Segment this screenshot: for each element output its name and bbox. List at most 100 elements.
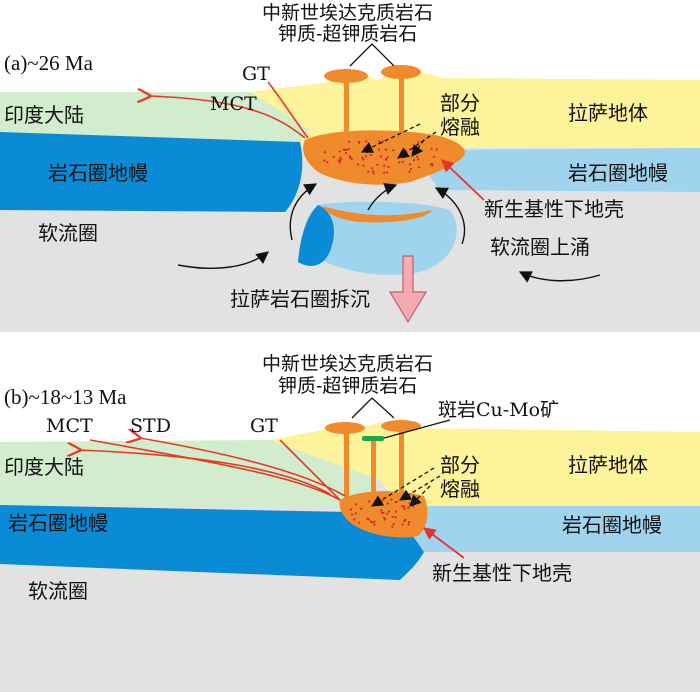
mct-fault-b (89, 439, 341, 501)
melt-dot (407, 523, 410, 526)
partial-melt-arrow-3-b (409, 485, 431, 507)
melt-dot (372, 172, 375, 175)
delamination-arrow-a (388, 255, 428, 324)
partial-melt-1-b: 部分 (440, 453, 480, 477)
melt-dot (398, 161, 401, 164)
lower-crust-pointer-b (422, 527, 465, 559)
gt-fault-b (279, 439, 341, 501)
delamination-label-a: 拉萨岩石圈拆沉 (230, 287, 370, 311)
melt-dot (379, 155, 383, 158)
melt-dot (383, 518, 387, 521)
melt-dot (384, 148, 387, 151)
melt-dot (394, 516, 397, 519)
melt-dot (401, 160, 404, 163)
melt-dot (350, 513, 353, 516)
melt-dot (364, 155, 367, 158)
melt-dot (367, 170, 370, 173)
melt-dot (432, 155, 435, 158)
mct-fault-a (150, 96, 306, 139)
melt-dot (371, 521, 374, 524)
mct-label-b: MCT (46, 415, 93, 437)
india-label-b: 印度大陆 (4, 455, 84, 479)
panel-a: (a)~26 Ma 中新世埃达克质岩石 钾质-超钾质岩石 GT MCT 印度大陆… (0, 2, 700, 332)
partial-melt-2-a: 熔融 (440, 115, 480, 139)
lower-crust-label-b: 新生基性下地壳 (432, 561, 572, 585)
melt-dot (407, 521, 411, 524)
melt-dot (361, 156, 364, 159)
melt-dot (360, 507, 363, 510)
melt-dot (386, 512, 389, 515)
melt-dot (386, 502, 389, 505)
melt-dot (404, 149, 407, 152)
melt-dot (383, 171, 386, 174)
melt-dot (339, 156, 342, 159)
panel-b: (b)~18~13 Ma 中新世埃达克质岩石 钾质-超钾质岩石 斑岩Cu-Mo矿… (0, 353, 700, 692)
mct-label-a: MCT (210, 93, 257, 115)
partial-melt-1-a: 部分 (440, 91, 480, 115)
mantle-left-label-b: 岩石圈地幔 (8, 511, 108, 535)
melt-dot (342, 148, 345, 151)
melt-dot (408, 163, 412, 166)
melt-dot (412, 159, 416, 162)
porphyry-label-b: 斑岩Cu-Mo矿 (438, 399, 559, 421)
gt-label-a: GT (242, 63, 270, 85)
pluton-right-a (381, 65, 421, 79)
melt-dot (357, 163, 360, 166)
melt-dot (403, 505, 406, 508)
partial-melt-arrow-2-a (360, 123, 421, 153)
melt-dot (323, 151, 327, 154)
indian-mantle-b (0, 505, 424, 580)
melt-dot (338, 161, 341, 164)
melt-dot (347, 148, 350, 151)
rock-label-2-b: 钾质-超钾质岩石 (278, 375, 417, 397)
partial-melt-arrow-3-a (411, 139, 425, 157)
india-label-a: 印度大陆 (4, 103, 84, 127)
melt-dot (365, 151, 369, 154)
std-label-b: STD (130, 415, 171, 437)
ore-body-b (362, 436, 384, 441)
mantle-right-label-a: 岩石圈地幔 (568, 161, 668, 185)
melt-dot (387, 165, 390, 169)
lhasa-label-a: 拉萨地体 (568, 101, 648, 125)
melt-dot (369, 150, 372, 153)
melt-dot (358, 140, 361, 143)
melt-dot (401, 505, 404, 508)
melt-dot (354, 512, 357, 515)
melt-dot (390, 498, 393, 501)
melt-dot (368, 500, 371, 503)
melt-dot (349, 508, 353, 511)
convection-arrow-center-a (367, 183, 398, 211)
rock-pointer-b (351, 397, 395, 419)
melt-dot (403, 520, 406, 523)
melt-dot (395, 510, 398, 513)
partial-melt-arrow-1-b (398, 475, 441, 501)
melt-dot (380, 509, 383, 512)
lhasa-mantle-a (420, 148, 700, 192)
rock-pointer-a (349, 43, 395, 67)
mct-fault-b-2 (80, 450, 331, 495)
indian-mantle-a (0, 132, 303, 212)
lhasa-label-b: 拉萨地体 (568, 453, 648, 477)
melt-dot (386, 171, 389, 174)
melt-dot (430, 147, 433, 150)
melt-dot (349, 156, 352, 159)
lower-crust-label-a: 新生基性下地壳 (484, 197, 624, 221)
mafic-lower-crust-b (339, 491, 428, 538)
melt-dot (401, 523, 404, 526)
melt-dot (417, 166, 421, 169)
melt-dot (372, 170, 375, 173)
delaminated-crust-a (322, 206, 432, 223)
asthenosphere-label-b: 软流圈 (28, 579, 88, 603)
melt-dot (416, 155, 419, 158)
melt-dot (403, 507, 406, 511)
indian-continent-b (0, 440, 380, 508)
panel-b-title: (b)~18~13 Ma (4, 385, 127, 409)
melt-dot (363, 146, 366, 149)
gt-fault-a (267, 81, 309, 139)
melt-dot (358, 521, 361, 524)
partial-melt-2-b: 熔融 (440, 477, 480, 501)
melt-dot (362, 158, 365, 161)
melt-dot (369, 154, 372, 157)
